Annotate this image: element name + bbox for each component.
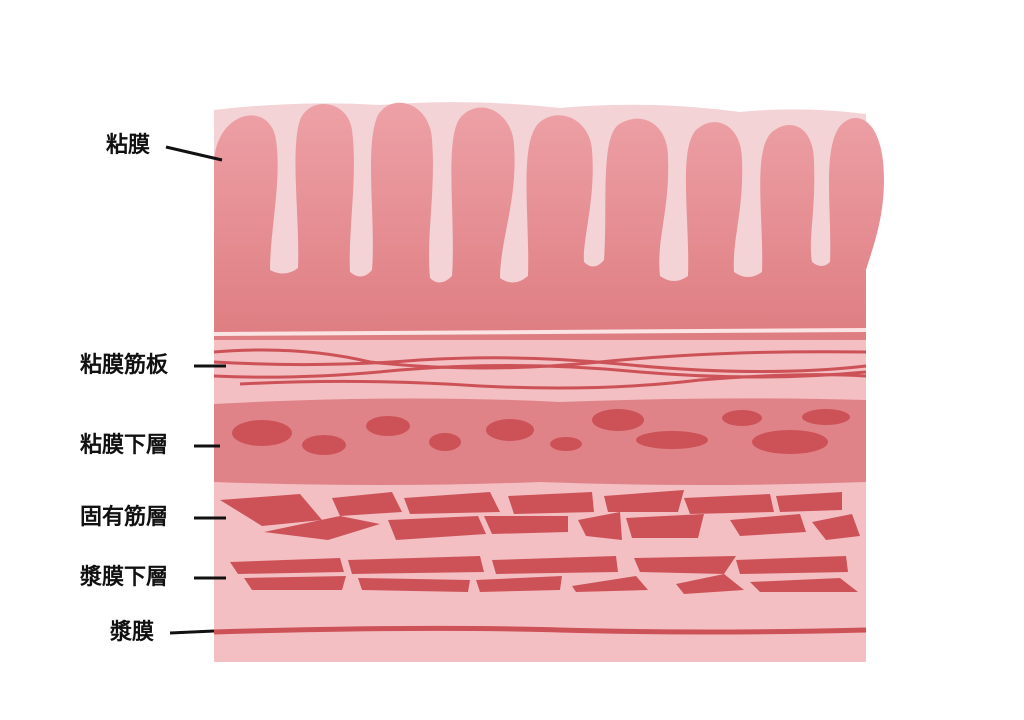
label-subserosa: 漿膜下層 bbox=[80, 565, 169, 590]
label-muscularis-propria: 固有筋層 bbox=[80, 505, 169, 530]
muscularis-mucosae-layer bbox=[213, 348, 867, 390]
serosa-line bbox=[213, 625, 867, 635]
leader-line-mucosa bbox=[165, 145, 223, 162]
mucosa-layer bbox=[214, 102, 884, 340]
muscularis-propria-layer bbox=[220, 490, 860, 540]
submucosa-vessels bbox=[232, 409, 850, 455]
mucosa-boundary-line bbox=[213, 328, 867, 336]
label-muscularis-mucosae: 粘膜筋板 bbox=[80, 353, 169, 378]
label-submucosa: 粘膜下層 bbox=[80, 433, 169, 458]
subserosa-layer bbox=[230, 556, 858, 594]
label-serosa: 漿膜 bbox=[110, 620, 155, 645]
leader-line-serosa bbox=[169, 629, 215, 635]
leader-lines bbox=[165, 145, 226, 635]
label-mucosa: 粘膜 bbox=[106, 133, 151, 158]
